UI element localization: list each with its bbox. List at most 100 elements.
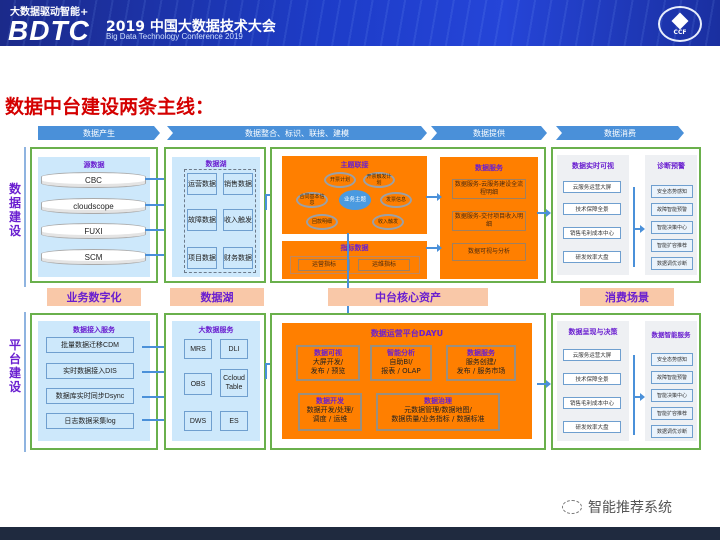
watermark-text: 智能推荐系统 — [588, 500, 672, 516]
diagnosis-title: 诊断预警 — [657, 162, 685, 170]
source-scm: SCM — [41, 249, 146, 265]
platform-consumption-panel: 数据呈现与决策 云服务运营大屏 技术保障全景 销售毛利成本中心 研发效率大盘 数… — [551, 313, 701, 450]
dayu-module-data-service: 数据服务 服务创建/ 发布 / 服务市场 — [446, 345, 516, 381]
band-consumption-scenarios: 消费场景 — [580, 288, 674, 306]
bigdata-service-title: 大数据服务 — [198, 326, 234, 334]
ingest-log: 日志数据采集log — [46, 413, 134, 429]
arrow-right-icon — [426, 244, 442, 252]
consumption-panel: 数据实时可视 云服务运营大屏 技术保障全景 销售毛利成本中心 研发效率大盘 诊断… — [551, 147, 701, 283]
divider-line — [24, 147, 26, 287]
realtime-item: 技术保障全景 — [563, 203, 621, 215]
lake-cell-operations: 运营数据 — [187, 173, 217, 195]
indicator-frame — [290, 256, 420, 274]
footer-bar — [0, 527, 720, 540]
indicator-data-title: 指标数据 — [340, 244, 369, 252]
realtime-item: 云服务运营大屏 — [563, 181, 621, 193]
dayu-module-development: 数据开发 数据开发/处理/ 调度 / 运维 — [298, 393, 362, 431]
data-lake-title: 数据湖 — [205, 160, 227, 168]
divider-line — [24, 312, 26, 452]
dayu-module-governance: 数据治理 元数据管理/数据地图/ 数据质量/业务指标 / 数据标准 — [376, 393, 500, 431]
lake-cell-sales: 销售数据 — [223, 173, 253, 195]
arrow-right-icon — [633, 225, 645, 233]
intelligent-item: 智能扩容推荐 — [651, 407, 693, 420]
arrow-right-icon — [537, 209, 551, 217]
header-banner: 大数据驱动智能+ BDTC 2019 中国大数据技术大会 Big Data Te… — [0, 0, 720, 46]
row-label-platform-construction: 平台建设 — [8, 338, 21, 394]
realtime-visual-title: 数据实时可视 — [572, 162, 614, 170]
indicator-operations: 运营指标 — [298, 259, 350, 271]
realtime-item: 研发效率大盘 — [563, 251, 621, 263]
phase-data-integration: 数据整合、标识、联接、建模 — [167, 126, 427, 140]
bdtc-logo: BDTC — [8, 15, 90, 46]
service-dli: DLI — [220, 339, 248, 359]
service-mrs: MRS — [184, 339, 212, 359]
band-data-lake: 数据湖 — [170, 288, 264, 306]
dayu-module-visualization: 数据可视 大屏开发/ 发布 / 预览 — [296, 345, 360, 381]
phase-data-provision: 数据提供 — [431, 126, 547, 140]
diagnosis-item: 安全态势感知 — [651, 185, 693, 198]
phase-data-consumption: 数据消费 — [556, 126, 684, 140]
banner-decoration — [0, 0, 720, 46]
source-data-panel: 源数据 CBC cloudscope FUXI SCM — [30, 147, 158, 283]
source-data-title: 源数据 — [83, 161, 105, 169]
service-obs: OBS — [184, 373, 212, 395]
dayu-platform-box: 数据运营平台DAYU 数据可视 大屏开发/ 发布 / 预览 智能分析 自助BI/… — [282, 323, 532, 439]
conference-title-cn: 2019 中国大数据技术大会 — [106, 19, 276, 35]
bigdata-service-area: 大数据服务 MRS DLI OBS Ccloud Table DWS ES — [172, 321, 260, 441]
data-lake-area: 数据湖 运营数据 销售数据 故障数据 收入触发 项目数据 财务数据 — [172, 157, 260, 277]
page-title: 数据中台建设两条主线： — [5, 96, 215, 118]
ingest-service-title: 数据接入服务 — [73, 326, 115, 334]
ingest-dsync: 数据库实时同步Dsync — [46, 388, 134, 404]
service-dws: DWS — [184, 411, 212, 431]
presentation-area: 数据呈现与决策 云服务运营大屏 技术保障全景 销售毛利成本中心 研发效率大盘 — [557, 321, 629, 441]
data-service-title: 数据服务 — [475, 164, 503, 172]
diagnosis-area: 诊断预警 安全态势感知 故障智能预警 智能决策中心 智能扩容推荐 数据调优诊断 — [645, 155, 697, 275]
topic-node: 收入触发 — [372, 214, 404, 230]
service-visual-analysis: 数据可视与分析 — [452, 243, 526, 261]
service-cloudtable: Ccloud Table — [220, 369, 248, 397]
data-lake-panel: 数据湖 运营数据 销售数据 故障数据 收入触发 项目数据 财务数据 — [164, 147, 266, 283]
bigdata-service-panel: 大数据服务 MRS DLI OBS Ccloud Table DWS ES — [164, 313, 266, 450]
lake-boundary — [184, 169, 256, 273]
ingest-cdm: 批量数据迁移CDM — [46, 337, 134, 353]
source-cloudscope: cloudscope — [41, 198, 146, 214]
service-cloud-detail: 数据服务-云服务建设全流程明细 — [452, 179, 526, 199]
intelligent-item: 故障智能预警 — [651, 371, 693, 384]
band-business-digitalization: 业务数字化 — [47, 288, 141, 306]
source-cbc: CBC — [41, 172, 146, 188]
diagnosis-item: 故障智能预警 — [651, 203, 693, 216]
ingest-dis: 实时数据接入DIS — [46, 363, 134, 379]
lake-cell-fault: 故障数据 — [187, 209, 217, 231]
realtime-item: 销售毛利成本中心 — [563, 227, 621, 239]
presentation-item: 技术保障全景 — [563, 373, 621, 385]
ccf-logo-icon: CCF — [658, 6, 702, 42]
tagline: 大数据驱动智能+ — [10, 7, 89, 18]
connector-line — [265, 194, 267, 210]
service-es: ES — [220, 411, 248, 431]
core-asset-panel: 主题联接 业务主题 开票计划 开票触发计划 合同基本信息 发票信息 回款明细 收… — [270, 147, 546, 283]
source-fuxi: FUXI — [41, 223, 146, 239]
arrow-right-icon — [426, 193, 442, 201]
presentation-item: 云服务运营大屏 — [563, 349, 621, 361]
intelligent-service-title: 数据智能服务 — [651, 331, 691, 339]
topic-node: 开票计划 — [324, 172, 356, 188]
intelligent-item: 智能决策中心 — [651, 389, 693, 402]
phase-data-generation: 数据产生 — [38, 126, 160, 140]
presentation-item: 销售毛利成本中心 — [563, 397, 621, 409]
presentation-title: 数据呈现与决策 — [568, 328, 618, 336]
ingest-service-panel: 数据接入服务 批量数据迁移CDM 实时数据接入DIS 数据库实时同步Dsync … — [30, 313, 158, 450]
diamond-icon — [671, 12, 689, 29]
arrow-right-icon — [537, 380, 551, 388]
intelligent-item: 安全态势感知 — [651, 353, 693, 366]
indicator-data-box: 指标数据 运营指标 运维指标 — [282, 241, 427, 279]
realtime-visual-area: 数据实时可视 云服务运营大屏 技术保障全景 销售毛利成本中心 研发效率大盘 — [557, 155, 629, 275]
data-service-box: 数据服务 数据服务-云服务建设全流程明细 数据服务-交付项目收入明细 数据可视与… — [440, 157, 538, 279]
row-label-data-construction: 数据建设 — [8, 182, 21, 238]
lake-cell-finance: 财务数据 — [223, 247, 253, 269]
connector-line — [633, 187, 635, 267]
intelligent-item: 数据调优诊断 — [651, 425, 693, 438]
service-delivery-revenue: 数据服务-交付项目收入明细 — [452, 211, 526, 231]
band-core-assets: 中台核心资产 — [328, 288, 488, 306]
conference-title-en: Big Data Technology Conference 2019 — [106, 32, 243, 41]
presentation-item: 研发效率大盘 — [563, 421, 621, 433]
